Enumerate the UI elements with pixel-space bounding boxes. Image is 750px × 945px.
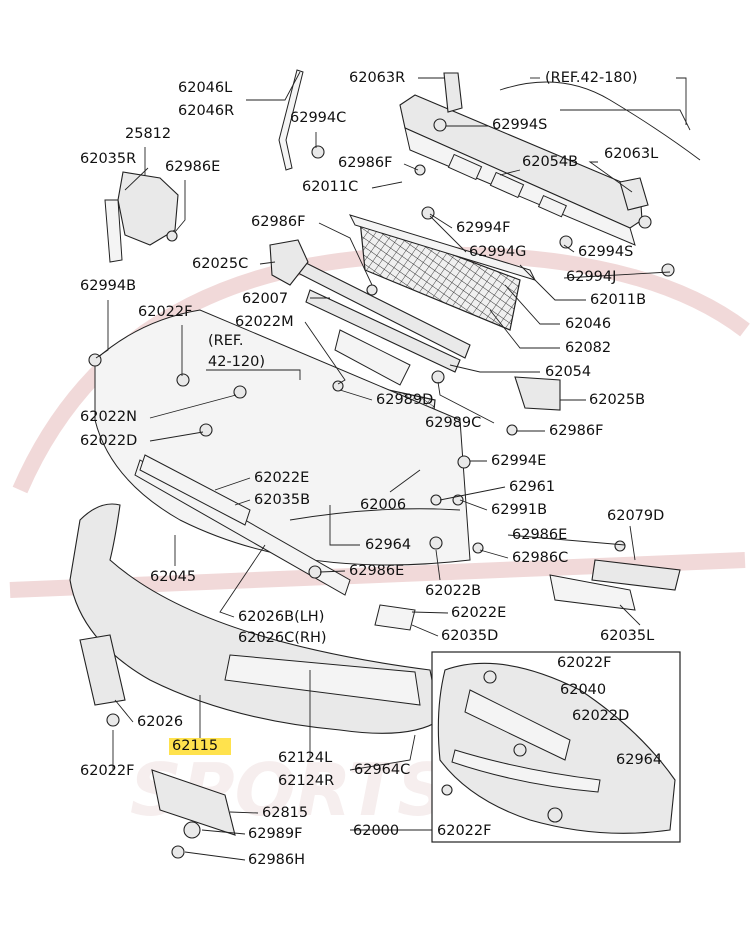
callout-label-62961: 62961 — [509, 479, 555, 495]
callout-label-62045: 62045 — [150, 569, 196, 585]
callout-label-62063R: 62063R — [349, 70, 405, 86]
callout-label-62022F-c: 62022F — [80, 763, 134, 779]
callout-label-62994B: 62994B — [80, 278, 136, 294]
callout-label-62006: 62006 — [360, 497, 406, 513]
callout-label-62026: 62026 — [137, 714, 183, 730]
callout-label-62994S-b: 62994S — [578, 244, 633, 260]
leader-lines — [95, 71, 687, 861]
callout-label-62026B: 62026B(LH) — [238, 609, 324, 625]
callout-label-62986C: 62986C — [512, 550, 568, 566]
callout-label-62991B: 62991B — [491, 502, 547, 518]
callout-label-ref42120-b: 42-120) — [208, 354, 265, 370]
callout-label-62986E-b: 62986E — [512, 527, 567, 543]
callout-label-62994J: 62994J — [566, 269, 616, 285]
callout-label-62994E: 62994E — [491, 453, 546, 469]
callout-label-62022D-a: 62022D — [80, 433, 137, 449]
callout-label-62994C: 62994C — [290, 110, 346, 126]
callout-label-62964-a: 62964 — [365, 537, 411, 553]
callout-label-62046: 62046 — [565, 316, 611, 332]
callout-label-62986F-a: 62986F — [338, 155, 392, 171]
callout-label-62046R: 62046R — [178, 103, 234, 119]
callout-label-62040: 62040 — [560, 682, 606, 698]
bracket-62035R — [104, 199, 123, 263]
callout-label-62815: 62815 — [262, 805, 308, 821]
callout-label-62063L: 62063L — [604, 146, 658, 162]
callout-label-62011B: 62011B — [590, 292, 646, 308]
callout-label-62986H: 62986H — [248, 852, 305, 868]
callout-label-62022D-b: 62022D — [572, 708, 629, 724]
bracket-62063R — [443, 72, 463, 113]
callout-label-62124L: 62124L — [278, 750, 332, 766]
bracket-62035D — [374, 604, 416, 631]
callout-label-62986E-c: 62986E — [349, 563, 404, 579]
callout-label-62046L: 62046L — [178, 80, 232, 96]
callout-labels: 62046L 62046R 62063R (REF.42-180) 62994C 6299… — [80, 70, 664, 868]
callout-label-62035D: 62035D — [441, 628, 498, 644]
callout-label-62035L: 62035L — [600, 628, 654, 644]
callout-label-62989D: 62989D — [376, 392, 433, 408]
callout-label-62124R: 62124R — [278, 773, 334, 789]
callout-label-62035B: 62035B — [254, 492, 310, 508]
callout-label-62964C: 62964C — [354, 762, 410, 778]
lower-grille-62124 — [224, 654, 421, 706]
reinforcement-beam — [399, 94, 643, 246]
cover-62025C — [269, 239, 309, 286]
callout-label-62994S-a: 62994S — [492, 117, 547, 133]
callout-label-62025B: 62025B — [589, 392, 645, 408]
callout-label-62026C: 62026C(RH) — [238, 630, 327, 646]
callout-label-62011C: 62011C — [302, 179, 358, 195]
assembled-bumper-inset — [350, 651, 681, 843]
callout-label-62082: 62082 — [565, 340, 611, 356]
callout-label-62054: 62054 — [545, 364, 591, 380]
callout-label-62022M: 62022M — [235, 314, 294, 330]
callout-label-62022F-a: 62022F — [138, 304, 192, 320]
highlight-box — [169, 738, 231, 755]
callout-label-62986F-c: 62986F — [549, 423, 603, 439]
body-outline-2 — [560, 109, 691, 131]
callout-label-62022N: 62022N — [80, 409, 137, 425]
bracket-62079D — [591, 559, 681, 591]
cover-62025B — [514, 376, 561, 411]
wire-62964 — [289, 508, 461, 521]
bracket-62035L — [549, 574, 636, 611]
callout-label-ref42120-a: (REF. — [208, 333, 244, 349]
callout-label-62007: 62007 — [242, 291, 288, 307]
bracket-62063L — [619, 177, 649, 211]
emblem-base — [334, 329, 411, 386]
callout-label-62994G: 62994G — [469, 244, 526, 260]
screw-62989F — [183, 821, 201, 839]
absorber-rail-2 — [139, 454, 251, 526]
callout-label-62079D: 62079D — [607, 508, 664, 524]
callout-label-62964-b: 62964 — [616, 752, 662, 768]
body-outline — [499, 81, 701, 161]
callout-label-62115: 62115 — [172, 738, 218, 754]
molding-62046 — [278, 69, 304, 171]
callout-label-62022E-b: 62022E — [451, 605, 506, 621]
callout-label-62035R: 62035R — [80, 151, 136, 167]
callout-label-62986E-a: 62986E — [165, 159, 220, 175]
callout-label-62022F-b: 62022F — [557, 655, 611, 671]
grille-bar-2 — [305, 289, 461, 373]
horn-25812 — [117, 171, 179, 246]
callout-label-62025C: 62025C — [192, 256, 248, 272]
callout-label-62989C: 62989C — [425, 415, 481, 431]
callout-label-25812: 25812 — [125, 126, 171, 142]
side-cover-62026 — [79, 634, 126, 706]
fasteners — [88, 118, 675, 727]
callout-label-62000: 62000 — [353, 823, 399, 839]
upper-grille-mesh — [359, 219, 521, 331]
callout-label-62989F: 62989F — [248, 826, 302, 842]
screw-62986H — [171, 845, 185, 859]
callout-label-62994F: 62994F — [456, 220, 510, 236]
callout-label-ref42180: (REF.42-180) — [545, 70, 638, 86]
callout-label-62022F-d: 62022F — [437, 823, 491, 839]
callout-label-62022B: 62022B — [425, 583, 481, 599]
license-plate-bracket — [151, 769, 236, 836]
callout-label-62986F-b: 62986F — [251, 214, 305, 230]
callout-label-62022E-a: 62022E — [254, 470, 309, 486]
callout-label-62054B: 62054B — [522, 154, 578, 170]
